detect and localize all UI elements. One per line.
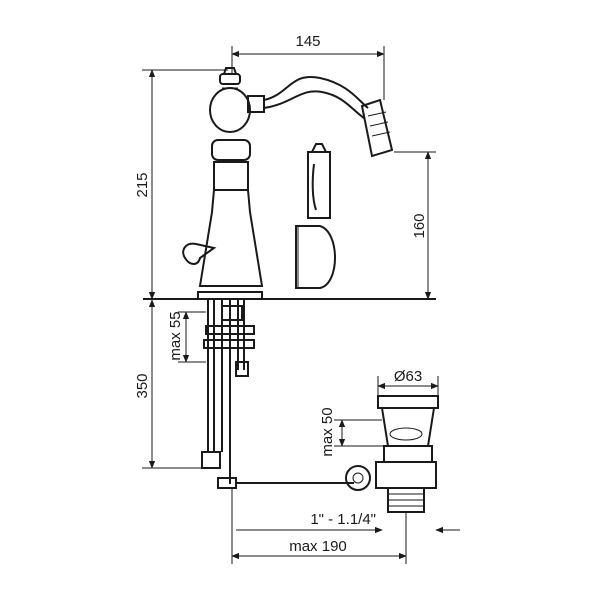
- spout: [247, 75, 394, 158]
- spout-height-label: 160: [411, 213, 428, 238]
- pop-up-waste: [375, 395, 439, 513]
- total-height-label: 215: [134, 172, 151, 197]
- waste-max-thickness-label: max 50: [319, 407, 336, 456]
- dimension-spout-height: 160: [394, 151, 436, 300]
- dimension-waste-max-thickness: max 50: [319, 407, 384, 457]
- hose-length-label: 350: [134, 373, 151, 398]
- dimension-hose-length: 350: [134, 299, 204, 469]
- max-thickness-label: max 55: [167, 311, 184, 360]
- dimension-waste-diameter: Ø63: [377, 368, 439, 396]
- waste-knob: [345, 465, 371, 491]
- waste-thread-label: 1" - 1.1/4": [310, 511, 376, 528]
- front-handle: [295, 143, 336, 289]
- dimension-total-height: 215: [134, 69, 228, 300]
- mounting-fittings: [201, 300, 255, 489]
- faucet-body: [182, 67, 264, 300]
- dimension-rod-reach: max 190: [231, 488, 407, 564]
- dimension-max-thickness: max 55: [167, 311, 206, 363]
- rod-reach-label: max 190: [289, 538, 347, 555]
- waste-diameter-label: Ø63: [394, 368, 422, 385]
- spout-reach-label: 145: [295, 33, 320, 50]
- dimension-waste-thread: 1" - 1.1/4": [236, 511, 460, 534]
- dimension-spout-reach: 145: [231, 33, 385, 100]
